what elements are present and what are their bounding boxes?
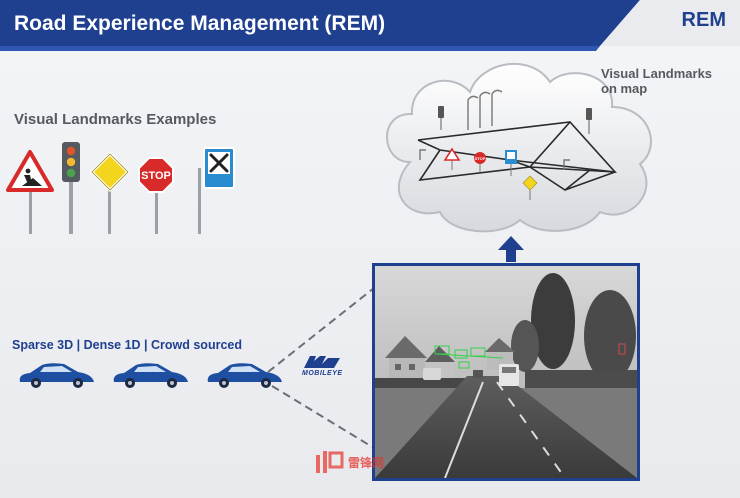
priority-road-sign-icon — [89, 151, 131, 234]
car-icon — [113, 363, 188, 388]
map-traffic-light-icons — [438, 106, 592, 134]
road-works-sign-icon — [6, 150, 54, 234]
mobileye-brand-text: MOBILEYE — [302, 370, 343, 377]
road-scene-image — [375, 266, 637, 478]
header-background — [0, 0, 740, 51]
watermark-text: 雷锋网 — [348, 456, 385, 470]
stop-sign-label: STOP — [141, 170, 171, 182]
map-stop-label: STOP — [475, 156, 486, 161]
traffic-light-icon — [62, 142, 80, 234]
stop-sign-icon: STOP — [138, 157, 174, 234]
landmarks-title: Visual Landmarks Examples — [14, 111, 217, 128]
rem-badge: REM — [681, 9, 726, 31]
map-cloud: STOP — [386, 63, 652, 233]
header: Road Experience Management (REM) REM — [0, 0, 740, 54]
landmark-signs-row: STOP — [6, 142, 235, 234]
mobileye-logo-icon — [304, 356, 340, 368]
car-icon — [19, 363, 94, 388]
upload-arrow-icon — [498, 236, 524, 262]
watermark-logo-icon — [316, 451, 344, 473]
cloud-label-line2: on map — [601, 81, 648, 96]
feature-tagline: Sparse 3D | Dense 1D | Crowd sourced — [12, 338, 242, 352]
service-station-sign-icon — [198, 147, 235, 234]
vehicle-row — [19, 363, 282, 388]
cloud-label: Visual Landmarks on map — [601, 66, 712, 96]
page-title: Road Experience Management (REM) — [14, 12, 386, 35]
street-lamp-icons — [467, 89, 503, 130]
cloud-label-line1: Visual Landmarks — [601, 66, 713, 81]
map-landmark-signs: STOP — [419, 147, 570, 200]
detection-overlays — [434, 345, 504, 369]
camera-view — [372, 263, 640, 481]
car-icon — [207, 363, 282, 388]
